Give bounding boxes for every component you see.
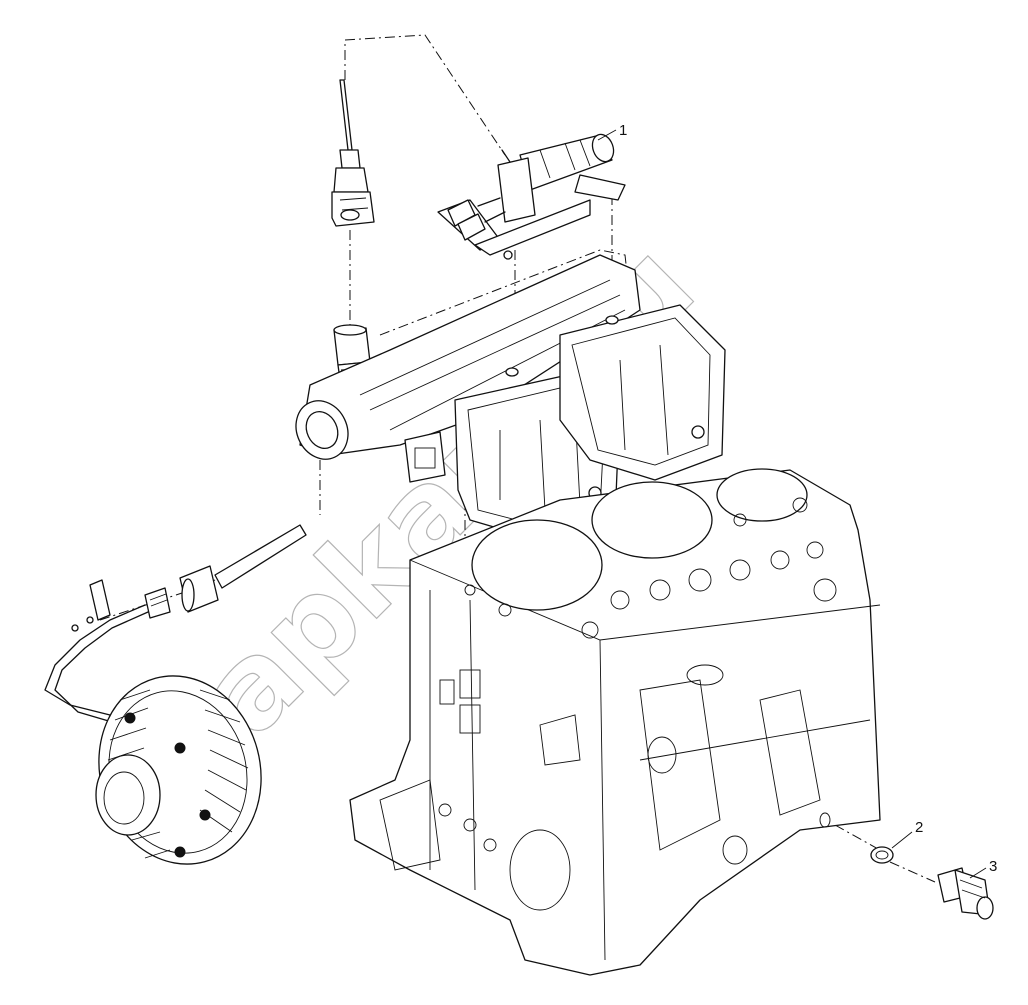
fan-clutch: [95, 675, 262, 865]
callout-2-label: 2: [915, 819, 923, 836]
wired-temperature-sensor: [331, 79, 375, 227]
o-ring-seal: [870, 846, 894, 864]
block-bolt-holes: [464, 497, 837, 639]
block-side-ribs: [379, 664, 871, 911]
callout-3-label: 3: [989, 858, 997, 875]
callout-3: 3: [969, 858, 997, 879]
pressure-sensor: [937, 867, 994, 920]
callout-2: 2: [891, 819, 923, 849]
callout-1-label: 1: [619, 122, 627, 139]
solenoid-valve: [437, 133, 626, 260]
engine-block: [349, 468, 881, 976]
callout-1: 1: [597, 122, 627, 141]
wiring-harness: [44, 524, 307, 723]
coolant-manifold: [295, 254, 641, 483]
